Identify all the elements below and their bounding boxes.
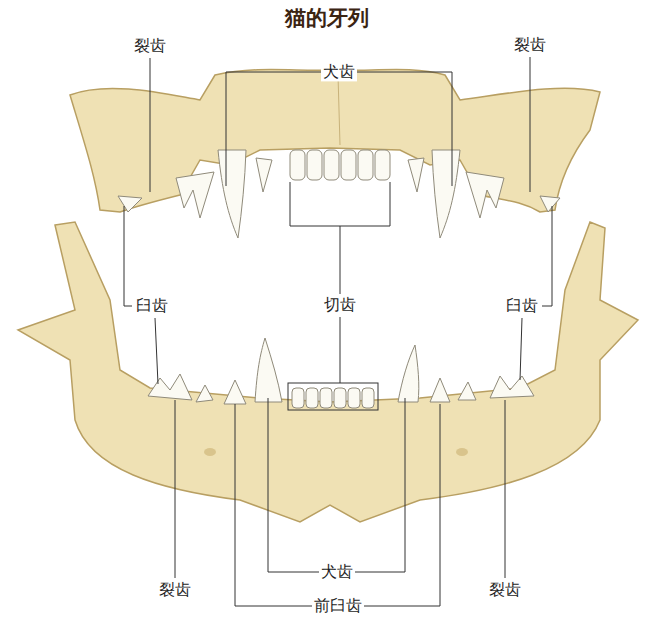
upper-incisor	[375, 150, 390, 180]
lower-incisor	[362, 388, 374, 408]
leader-bracket	[226, 72, 452, 186]
upper-molar	[540, 196, 560, 212]
upper-incisor	[358, 150, 373, 180]
lower-canine	[255, 338, 282, 402]
lower-incisor	[348, 388, 360, 408]
leader-line	[175, 400, 176, 578]
mental-foramen	[456, 448, 468, 456]
lower-incisor	[292, 388, 304, 408]
part-label: 裂齿	[512, 35, 548, 54]
mandible-bone	[18, 222, 638, 522]
leader-line	[530, 57, 531, 192]
lower-premolar	[224, 380, 246, 404]
upper-premolar	[256, 158, 272, 192]
upper-incisor	[307, 150, 322, 180]
leader-line	[124, 206, 132, 306]
lower-jaw	[18, 222, 638, 522]
lower-carnassial	[148, 374, 192, 400]
part-label: 裂齿	[487, 580, 523, 599]
part-label: 前臼齿	[312, 596, 364, 615]
lower-incisor	[334, 388, 346, 408]
lower-premolar	[430, 378, 450, 402]
leader-line	[520, 318, 522, 380]
upper-premolar	[408, 158, 424, 192]
upper-incisor	[324, 150, 339, 180]
part-label: 切齿	[322, 295, 358, 314]
leader-bracket	[268, 398, 405, 572]
mental-foramen	[204, 448, 216, 456]
suture-line	[338, 75, 340, 145]
lower-premolar	[196, 385, 213, 402]
diagram-title: 猫的牙列	[285, 6, 369, 31]
part-label: 犬齿	[319, 562, 355, 581]
lower-incisor	[306, 388, 318, 408]
incisor-box	[288, 383, 378, 410]
leader-bracket	[235, 404, 440, 606]
leader-line	[542, 206, 552, 306]
part-label: 臼齿	[134, 296, 170, 315]
upper-carnassial	[176, 172, 214, 218]
leader-bracket	[290, 182, 390, 294]
leader-lines	[124, 57, 552, 606]
upper-incisor	[341, 150, 356, 180]
lower-carnassial	[490, 376, 534, 398]
part-label: 裂齿	[132, 36, 168, 55]
lower-canine	[398, 345, 419, 402]
leader-line	[340, 317, 341, 383]
leader-line	[150, 58, 151, 192]
part-label: 臼齿	[504, 296, 540, 315]
part-label: 犬齿	[321, 62, 357, 81]
upper-canine	[218, 150, 246, 238]
lower-teeth	[148, 338, 534, 408]
leader-line	[155, 318, 158, 384]
lower-premolar	[458, 382, 476, 400]
lower-incisor	[320, 388, 332, 408]
part-label: 裂齿	[157, 580, 193, 599]
upper-carnassial	[466, 172, 504, 218]
upper-incisor	[290, 150, 305, 180]
upper-molar	[118, 196, 142, 212]
upper-canine	[432, 150, 460, 238]
upper-teeth	[118, 150, 560, 238]
leader-line	[505, 400, 506, 578]
